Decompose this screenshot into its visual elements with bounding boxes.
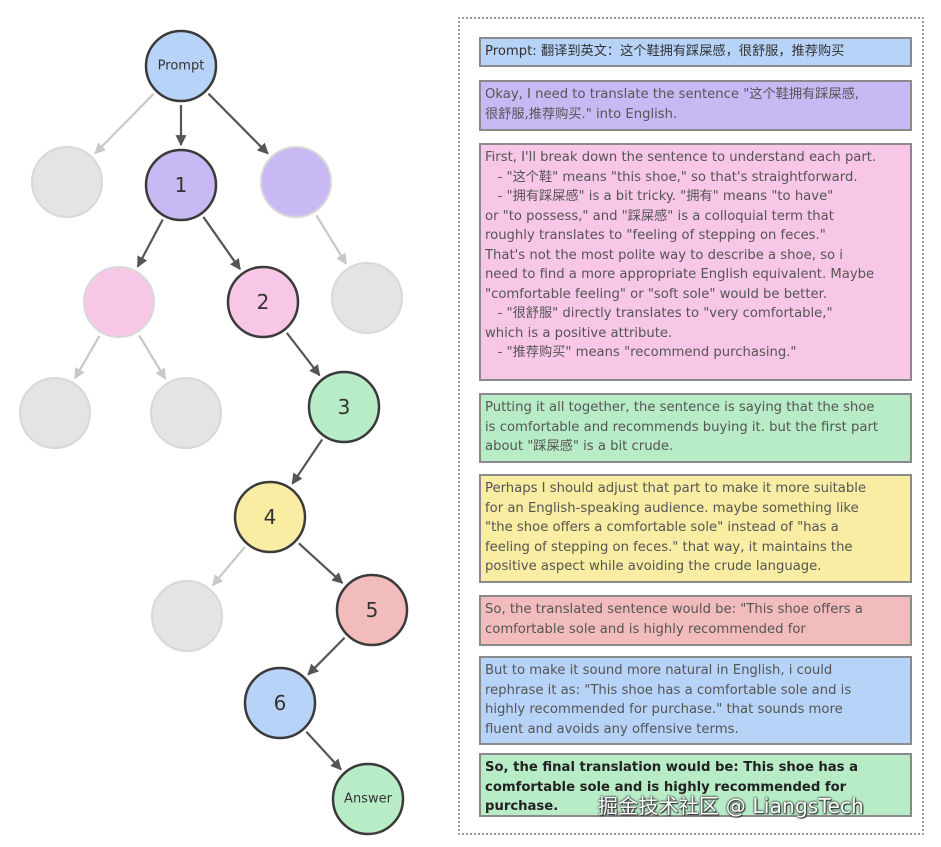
edge-n2-to-n3 <box>285 332 321 377</box>
node-circle-right-gray <box>331 262 403 334</box>
tree-node-n3: 3 <box>307 370 381 444</box>
node-circle-n3 <box>307 370 381 444</box>
tree-node-n4: 4 <box>233 480 307 554</box>
reasoning-step-6-box: But to make it sound more natural in Eng… <box>479 656 912 745</box>
edge-left-pink-to-gray-b <box>138 334 167 380</box>
node-circle-gray-a <box>19 377 91 449</box>
node-circle-left-gray <box>31 146 103 218</box>
edge-n4-to-n5 <box>298 542 344 584</box>
watermark-text: 掘金技术社区 @ LiangsTech <box>598 794 865 818</box>
node-label-n3: 3 <box>338 395 351 419</box>
reasoning-step-3-box: Putting it all together, the sentence is… <box>479 393 912 463</box>
tree-node-answer: Answer <box>331 762 405 836</box>
node-circle-n2 <box>226 265 300 339</box>
node-circle-right-purple <box>260 146 332 218</box>
node-circle-n6 <box>243 666 317 740</box>
node-circle-n1 <box>144 148 218 222</box>
final-answer-box: So, the final translation would be: This… <box>479 753 912 817</box>
node-label-n4: 4 <box>264 505 277 529</box>
edge-n5-to-n6 <box>307 636 346 676</box>
tree-node-n6: 6 <box>243 666 317 740</box>
edge-prompt-to-right-purple <box>207 92 269 155</box>
node-label-n1: 1 <box>175 173 188 197</box>
node-circle-n5 <box>335 573 409 647</box>
tree-node-n2: 2 <box>226 265 300 339</box>
node-label-n6: 6 <box>274 691 287 715</box>
tree-node-prompt: Prompt <box>144 29 218 103</box>
edge-left-pink-to-gray-a <box>74 335 101 380</box>
edge-n1-to-n2 <box>202 216 241 271</box>
reasoning-step-4-box: Perhaps I should adjust that part to mak… <box>479 474 912 583</box>
node-circle-answer <box>331 762 405 836</box>
reasoning-step-2-box: First, I'll break down the sentence to u… <box>479 143 912 381</box>
node-circle-gray-b <box>150 377 222 449</box>
tree-node-gray-c <box>151 580 223 652</box>
reasoning-steps-panel: Prompt: 翻译到英文：这个鞋拥有踩屎感，很舒服，推荐购买 Okay, I … <box>458 17 924 835</box>
tree-node-n1: 1 <box>144 148 218 222</box>
node-label-n2: 2 <box>257 290 270 314</box>
node-label-n5: 5 <box>366 598 379 622</box>
node-circle-prompt <box>144 29 218 103</box>
node-label-answer: Answer <box>344 792 393 807</box>
tree-node-right-gray <box>331 262 403 334</box>
tree-node-gray-a <box>19 377 91 449</box>
edge-right-purple-to-right-gray <box>315 214 348 265</box>
node-circle-left-pink <box>83 266 155 338</box>
edge-n1-to-left-pink <box>136 218 164 268</box>
reasoning-step-1-box: Okay, I need to translate the sentence "… <box>479 80 912 131</box>
tree-node-n5: 5 <box>335 573 409 647</box>
prompt-step-box: Prompt: 翻译到英文：这个鞋拥有踩屎感，很舒服，推荐购买 <box>479 37 912 67</box>
node-label-prompt: Prompt <box>158 59 205 74</box>
node-circle-gray-c <box>151 580 223 652</box>
edge-n4-to-gray-c <box>211 546 246 587</box>
reasoning-step-5-box: So, the translated sentence would be: "T… <box>479 595 912 646</box>
edge-n6-to-answer <box>305 731 342 771</box>
tree-node-left-gray <box>31 146 103 218</box>
tree-node-right-purple <box>260 146 332 218</box>
edge-n3-to-n4 <box>291 438 324 485</box>
node-circle-n4 <box>233 480 307 554</box>
tree-node-gray-b <box>150 377 222 449</box>
tree-node-left-pink <box>83 266 155 338</box>
tree-edges <box>74 92 348 771</box>
edge-prompt-to-left-gray <box>94 93 155 155</box>
